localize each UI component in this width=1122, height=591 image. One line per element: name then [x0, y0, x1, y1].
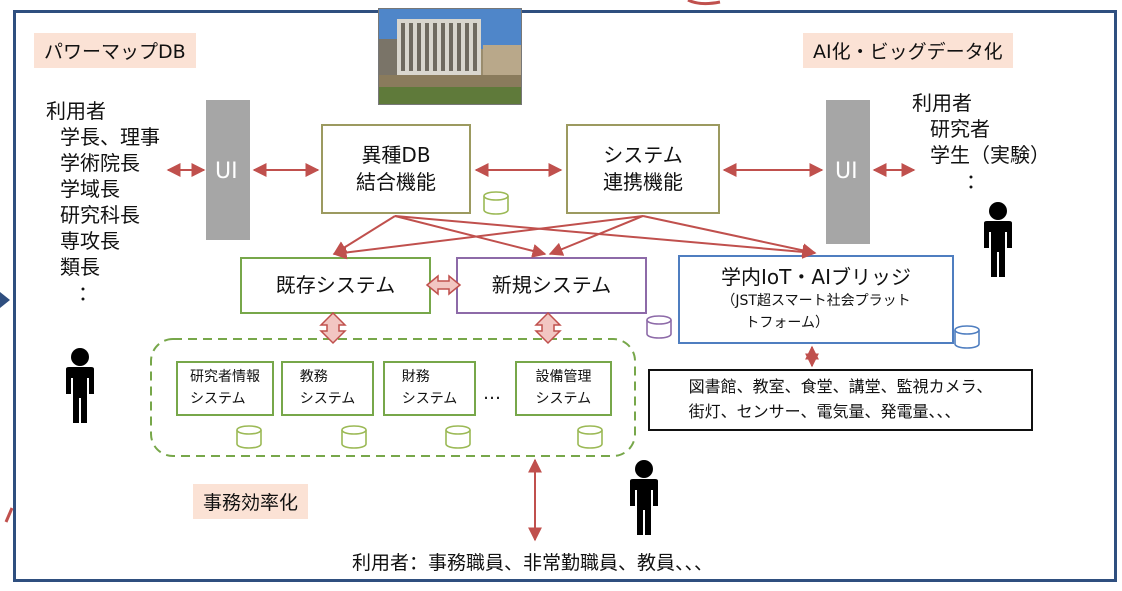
ui-bar-left: UI: [206, 100, 250, 240]
right-user-3: ：: [966, 169, 986, 193]
subsystem-researcher-1: 研究者情報: [190, 368, 260, 385]
left-user-0: 利用者: [46, 99, 106, 123]
iot-bridge-sub-2: トフォーム）: [745, 315, 830, 331]
ui-bar-right: UI: [826, 100, 870, 244]
right-user-1: 研究者: [930, 117, 990, 141]
left-user-6: 類長: [60, 255, 100, 279]
existing-system-label: 既存システム: [275, 273, 396, 297]
left-user-3: 学域長: [60, 177, 120, 201]
left-user-2: 学術院長: [60, 151, 140, 175]
db-merge-box: 異種DB 結合機能: [321, 124, 471, 214]
db-merge-line-2: 結合機能: [356, 170, 436, 194]
facilities-box: 図書館、教室、食堂、講堂、監視カメラ、 街灯、センサー、電気量、発電量、、、: [648, 369, 1033, 431]
left-users-list: 利用者 学長、理事 学術院長 学域長 研究科長 専攻長 類長 ：: [46, 98, 160, 306]
subsystem-finance-2: システム: [401, 390, 458, 407]
system-link-line-2: 連携機能: [603, 170, 683, 194]
right-users-list: 利用者 研究者 学生（実験） ：: [912, 90, 1050, 194]
bottom-users-text: 利用者：事務職員、非常勤職員、教員、、、: [352, 552, 714, 574]
left-user-5: 専攻長: [60, 229, 120, 253]
facilities-line-2: 街灯、センサー、電気量、発電量、、、: [688, 402, 961, 421]
subsystem-facility-1: 設備管理: [535, 368, 592, 385]
right-user-0: 利用者: [912, 91, 972, 115]
left-user-7: ：: [78, 281, 98, 305]
left-user-1: 学長、理事: [60, 125, 160, 149]
db-merge-line-1: 異種DB: [361, 143, 431, 167]
subsystem-facility-2: システム: [535, 390, 592, 407]
ui-label-right: UI: [835, 159, 858, 184]
right-user-2: 学生（実験）: [930, 143, 1050, 167]
subsystem-researcher: 研究者情報 システム: [176, 361, 274, 416]
subsystem-academic-2: システム: [299, 390, 356, 407]
iot-bridge-title: 学内IoT・AIブリッジ: [721, 265, 911, 290]
subsystem-academic: 教務 システム: [281, 361, 374, 416]
campus-photo: [378, 8, 522, 105]
tag-jimu-kouritsuka: 事務効率化: [193, 484, 309, 519]
ui-label-left: UI: [215, 159, 238, 184]
system-link-box: システム 連携機能: [566, 124, 720, 214]
subsystem-researcher-2: システム: [190, 390, 246, 407]
subsystem-ellipsis: …: [483, 383, 501, 404]
subsystem-facility: 設備管理 システム: [515, 361, 612, 416]
tag-power-map-db: パワーマップDB: [34, 33, 196, 68]
iot-bridge-box: 学内IoT・AIブリッジ （JST超スマート社会プラット トフォーム）: [678, 255, 954, 344]
subsystem-finance: 財務 システム: [383, 361, 476, 416]
existing-system-box: 既存システム: [240, 257, 431, 314]
subsystem-finance-1: 財務: [401, 368, 430, 385]
tag-ai-bigdata: AI化・ビッグデータ化: [803, 33, 1013, 68]
system-link-line-1: システム: [603, 143, 683, 167]
facilities-line-1: 図書館、教室、食堂、講堂、監視カメラ、: [688, 377, 993, 397]
iot-bridge-sub-1: （JST超スマート社会プラット: [721, 293, 911, 310]
new-system-label: 新規システム: [491, 273, 612, 297]
subsystem-academic-1: 教務: [299, 368, 328, 385]
left-user-4: 研究科長: [60, 203, 140, 227]
